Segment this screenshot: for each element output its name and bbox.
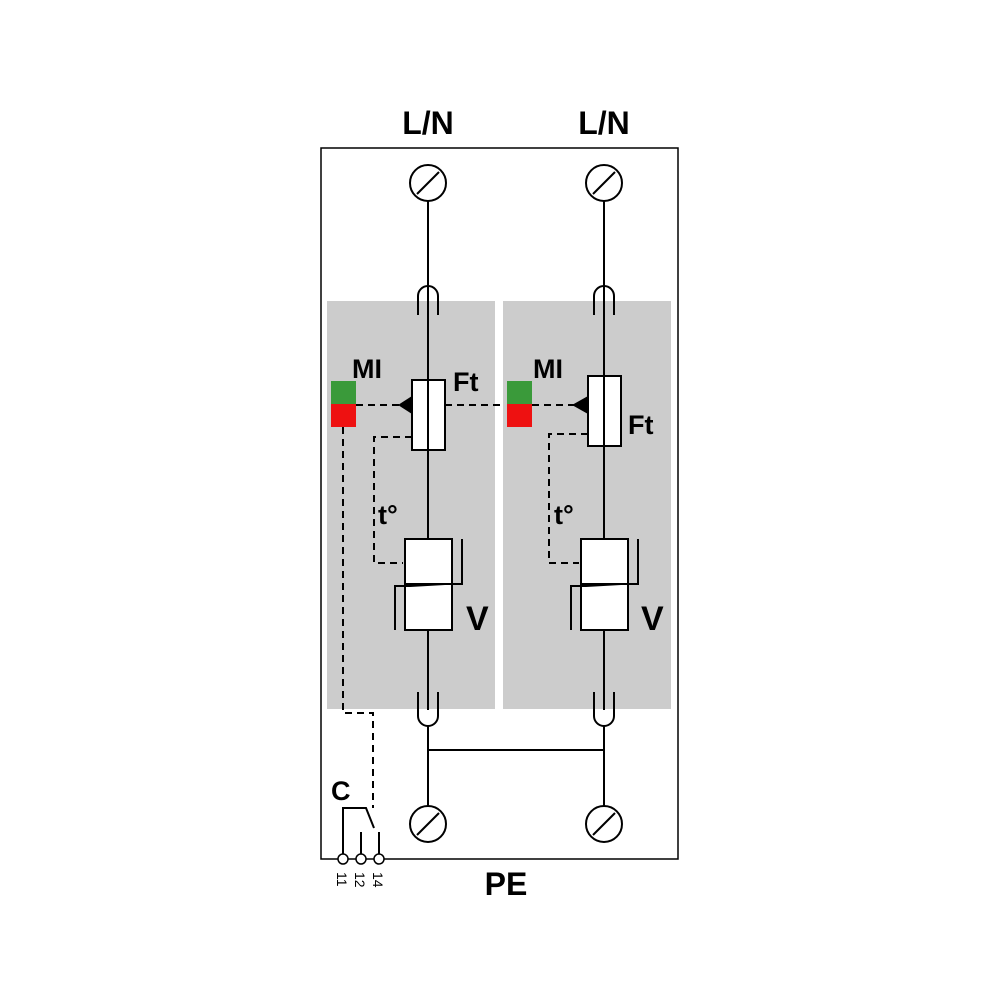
thermal-linkage bbox=[548, 433, 588, 564]
varistor-label: V bbox=[641, 600, 664, 638]
terminal-number-11: 11 bbox=[334, 872, 350, 887]
indicator-ok-green bbox=[331, 381, 356, 404]
screw-terminal-top-left bbox=[409, 164, 447, 202]
indicator-label: MI bbox=[533, 354, 563, 384]
varistor-label: V bbox=[466, 600, 489, 638]
indicator-ok-green bbox=[507, 381, 532, 404]
varistor bbox=[394, 538, 463, 631]
indicator-label: MI bbox=[352, 354, 382, 384]
contact-terminal-11 bbox=[337, 853, 349, 865]
terminal-number-14: 14 bbox=[370, 872, 386, 888]
thermal-label: t° bbox=[378, 500, 398, 530]
screw-terminal-top-right bbox=[585, 164, 623, 202]
terminal-label-pe: PE bbox=[485, 866, 528, 902]
fuse-pointer bbox=[398, 396, 412, 414]
indicator-fault-red bbox=[507, 404, 532, 427]
plug-contact-top bbox=[417, 285, 439, 315]
enclosure-outline bbox=[320, 147, 679, 860]
screw-terminal-bottom-right bbox=[585, 805, 623, 843]
fuse-pointer bbox=[572, 396, 588, 414]
module-1: MI Ft t° V bbox=[331, 164, 489, 843]
terminal-label-top-right: L/N bbox=[578, 105, 630, 141]
contact-terminal-12 bbox=[355, 853, 367, 865]
terminal-number-12: 12 bbox=[352, 872, 368, 888]
remote-signal-contact bbox=[337, 807, 385, 865]
varistor bbox=[570, 538, 639, 631]
fuse-label: Ft bbox=[453, 367, 478, 397]
fuse-label: Ft bbox=[628, 410, 653, 440]
contact-terminal-14 bbox=[373, 853, 385, 865]
terminal-label-top-left: L/N bbox=[402, 105, 454, 141]
contact-label: C bbox=[331, 776, 351, 806]
indicator-fault-red bbox=[331, 404, 356, 427]
remote-contact-linkage bbox=[342, 427, 374, 808]
module-1-background bbox=[327, 301, 495, 709]
thermal-label: t° bbox=[554, 500, 574, 530]
plug-contact-top bbox=[593, 285, 615, 315]
module-2: MI Ft t° V bbox=[507, 164, 664, 843]
module-2-background bbox=[503, 301, 671, 709]
screw-terminal-bottom-left bbox=[409, 805, 447, 843]
thermal-linkage bbox=[373, 436, 412, 564]
